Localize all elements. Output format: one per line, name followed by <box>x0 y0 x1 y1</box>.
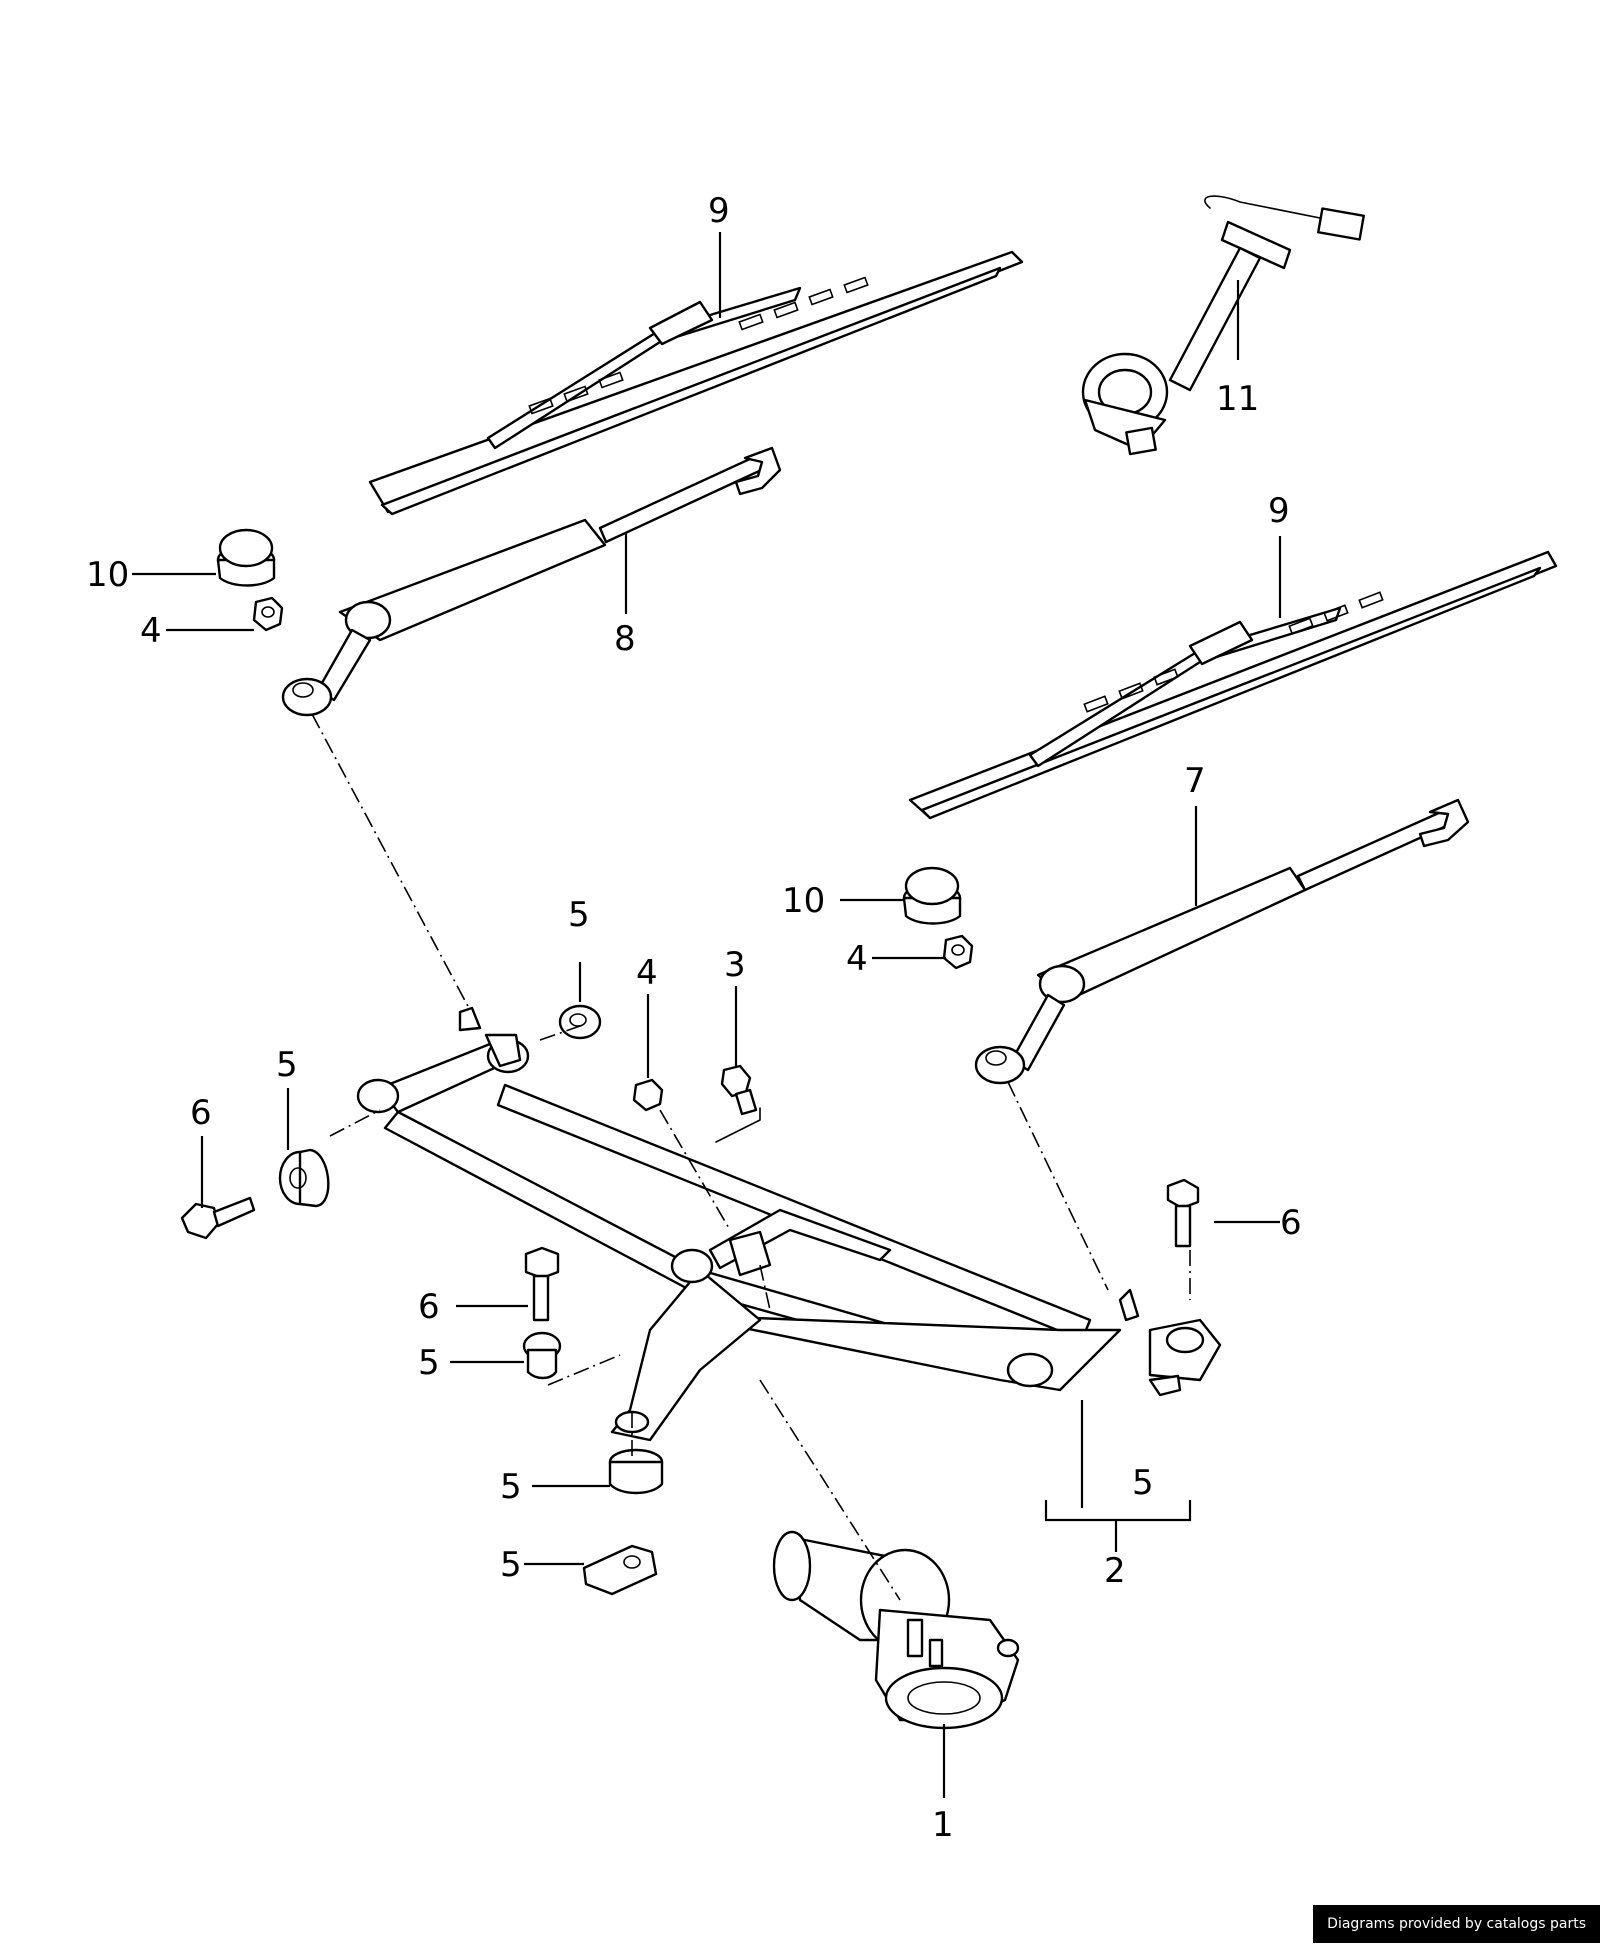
leader-lines <box>132 232 1282 1798</box>
callout-5-top: 5 <box>568 895 590 935</box>
washer-nozzle-assembly <box>1081 195 1365 456</box>
callout-5-left: 5 <box>276 1045 298 1085</box>
callout-5-clip: 5 <box>500 1545 522 1585</box>
callout-6-left: 6 <box>190 1093 212 1133</box>
wiper-arm-right <box>974 798 1470 1085</box>
callout-5-mount: 5 <box>500 1467 522 1507</box>
callout-5-lower: 5 <box>418 1343 440 1383</box>
callout-9-upper: 9 <box>708 191 730 231</box>
callout-2: 2 <box>1104 1551 1126 1591</box>
wiper-blade-upper <box>368 250 1024 516</box>
nut-right <box>942 934 974 970</box>
callout-5-frame: 5 <box>1132 1463 1154 1503</box>
callout-4-right: 4 <box>846 939 868 979</box>
callout-10-right: 10 <box>782 881 825 921</box>
callout-9-right: 9 <box>1268 491 1290 531</box>
callout-4-left: 4 <box>140 611 162 651</box>
callout-10-left: 10 <box>86 555 129 595</box>
callout-1: 1 <box>932 1805 954 1845</box>
callout-6-right: 6 <box>1280 1203 1302 1243</box>
wiper-linkage-frame <box>356 1006 1222 1442</box>
cap-left <box>216 528 276 587</box>
bolt-center <box>720 1064 758 1116</box>
wiper-motor <box>772 1530 1020 1730</box>
callout-7: 7 <box>1184 761 1206 801</box>
nut-center <box>632 1078 664 1112</box>
assembly-lines <box>311 713 1191 1601</box>
callout-4-center: 4 <box>636 953 658 993</box>
cap-right <box>902 866 962 925</box>
diagram-credit: Diagrams provided by catalogs parts <box>1313 1905 1600 1943</box>
callout-3: 3 <box>724 945 746 985</box>
rubber-mount-bottom <box>608 1448 664 1495</box>
callout-labels: 9 11 9 10 4 8 7 10 4 5 4 3 5 6 6 6 5 5 5… <box>86 191 1302 1845</box>
wiper-arm-left <box>281 446 782 717</box>
bolt-right <box>1166 1178 1200 1248</box>
bolt-lower-left <box>524 1246 560 1322</box>
grommet-top <box>558 1004 602 1040</box>
grommet-lower-left <box>522 1331 562 1380</box>
bolt-left <box>180 1196 256 1240</box>
callout-6-lower: 6 <box>418 1287 440 1327</box>
nut-left <box>252 596 284 632</box>
wiper-blade-right <box>908 550 1558 820</box>
clip-bottom <box>582 1544 658 1596</box>
rubber-mount-left <box>278 1148 330 1208</box>
callout-11: 11 <box>1216 379 1259 419</box>
callout-8: 8 <box>614 619 636 659</box>
